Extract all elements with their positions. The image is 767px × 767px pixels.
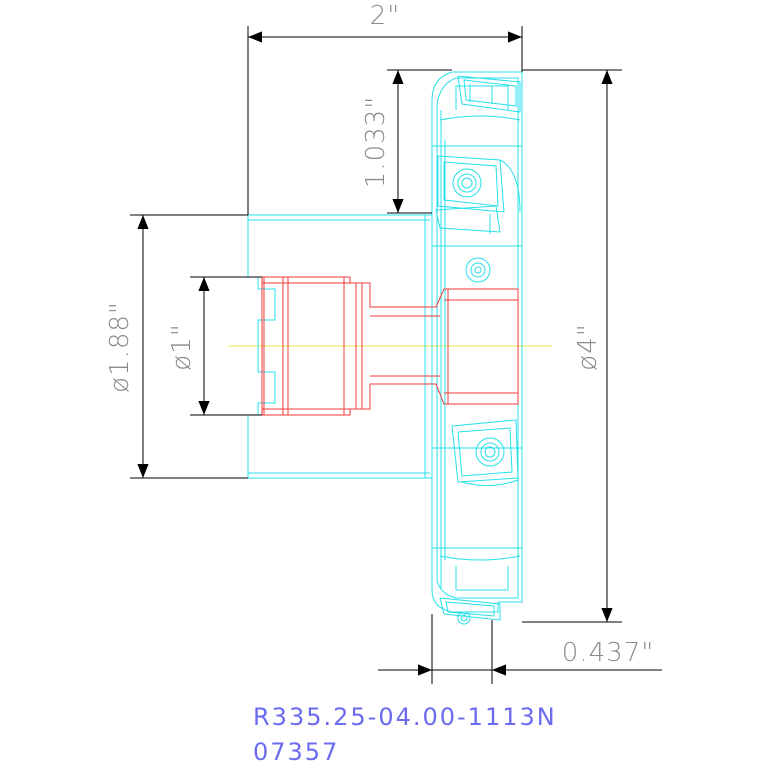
bore-arbor	[261, 276, 519, 416]
screw-mid	[465, 257, 491, 283]
dim-cutter-diameter-label: ø4"	[573, 323, 603, 370]
cutter-disc	[431, 71, 523, 613]
insert-lower	[451, 419, 519, 486]
part-number: R335.25-04.00-1113N	[253, 703, 557, 731]
dim-hub-diameter-label: ø1.88"	[105, 301, 135, 393]
insert-top	[457, 75, 521, 113]
item-code: 07357	[253, 738, 340, 766]
hub-body	[247, 214, 433, 479]
dim-insert-height: 1.033"	[361, 69, 452, 214]
dim-overall-length-label: 2"	[370, 1, 401, 31]
dim-cutter-diameter: ø4"	[522, 69, 622, 623]
dim-hub-diameter: ø1.88"	[105, 214, 248, 479]
dim-bore-diameter: ø1"	[167, 276, 262, 416]
dim-cutter-width-label: 0.437"	[562, 638, 654, 668]
dim-overall-length: 2"	[247, 1, 523, 215]
dim-cutter-width: 0.437"	[378, 614, 662, 684]
dim-bore-diameter-label: ø1"	[167, 323, 197, 370]
dim-insert-height-label: 1.033"	[361, 96, 391, 188]
insert-bottom	[439, 597, 501, 625]
insert-upper	[435, 155, 521, 234]
